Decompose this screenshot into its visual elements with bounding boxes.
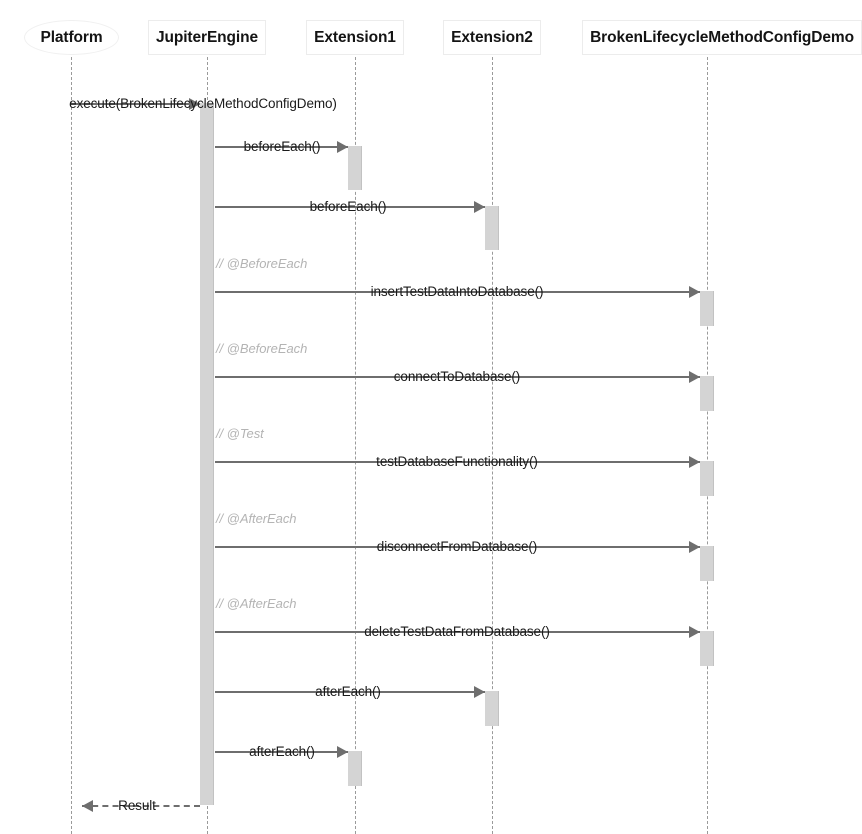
annotation-comment-1: // @BeforeEach — [216, 341, 308, 356]
activation-bar-ext1 — [348, 146, 362, 190]
message-arrowhead-5 — [689, 456, 700, 468]
activation-bar-demo — [700, 461, 714, 496]
participant-ext2[interactable]: Extension2 — [443, 20, 541, 55]
annotation-comment-3: // @AfterEach — [216, 511, 297, 526]
message-line-5 — [215, 461, 700, 463]
message-line-2 — [215, 206, 485, 208]
message-line-10 — [82, 805, 200, 807]
message-label-3: insertTestDataIntoDatabase() — [370, 284, 544, 299]
message-arrowhead-4 — [689, 371, 700, 383]
message-line-7 — [215, 631, 700, 633]
participant-platform[interactable]: Platform — [24, 20, 119, 55]
activation-bar-demo — [700, 291, 714, 326]
message-label-10: Result — [118, 798, 156, 813]
message-label-0: execute(BrokenLifecycleMethodConfigDemo) — [69, 96, 337, 111]
activation-bar-demo — [700, 546, 714, 581]
message-label-5: testDatabaseFunctionality() — [376, 454, 538, 469]
annotation-comment-2: // @Test — [216, 426, 264, 441]
message-label-1: beforeEach() — [243, 139, 321, 154]
message-line-0 — [71, 103, 200, 105]
lifeline-ext2 — [492, 57, 493, 834]
participant-engine[interactable]: JupiterEngine — [148, 20, 266, 55]
message-label-8: afterEach() — [315, 684, 381, 699]
annotation-comment-4: // @AfterEach — [216, 596, 297, 611]
message-arrowhead-8 — [474, 686, 485, 698]
message-line-3 — [215, 291, 700, 293]
activation-bar-demo — [700, 376, 714, 411]
message-arrowhead-1 — [337, 141, 348, 153]
lifeline-ext1 — [355, 57, 356, 834]
message-line-4 — [215, 376, 700, 378]
message-label-2: beforeEach() — [309, 199, 387, 214]
message-arrowhead-3 — [689, 286, 700, 298]
participant-demo[interactable]: BrokenLifecycleMethodConfigDemo — [582, 20, 862, 55]
message-line-6 — [215, 546, 700, 548]
lifeline-demo — [707, 57, 708, 834]
activation-bar-ext1 — [348, 751, 362, 786]
message-line-9 — [215, 751, 348, 753]
message-label-4: connectToDatabase() — [393, 369, 521, 384]
lifeline-platform — [71, 57, 72, 834]
message-label-9: afterEach() — [249, 744, 315, 759]
activation-bar-demo — [700, 631, 714, 666]
message-arrowhead-2 — [474, 201, 485, 213]
message-label-7: deleteTestDataFromDatabase() — [364, 624, 550, 639]
message-line-1 — [215, 146, 348, 148]
activation-bar-ext2 — [485, 691, 499, 726]
participant-ext1[interactable]: Extension1 — [306, 20, 404, 55]
message-arrowhead-6 — [689, 541, 700, 553]
activation-bar-engine — [200, 103, 214, 805]
message-line-8 — [215, 691, 485, 693]
message-arrowhead-10 — [82, 800, 93, 812]
message-label-6: disconnectFromDatabase() — [376, 539, 538, 554]
message-arrowhead-9 — [337, 746, 348, 758]
activation-bar-ext2 — [485, 206, 499, 250]
annotation-comment-0: // @BeforeEach — [216, 256, 308, 271]
message-arrowhead-7 — [689, 626, 700, 638]
message-arrowhead-0 — [189, 98, 200, 110]
